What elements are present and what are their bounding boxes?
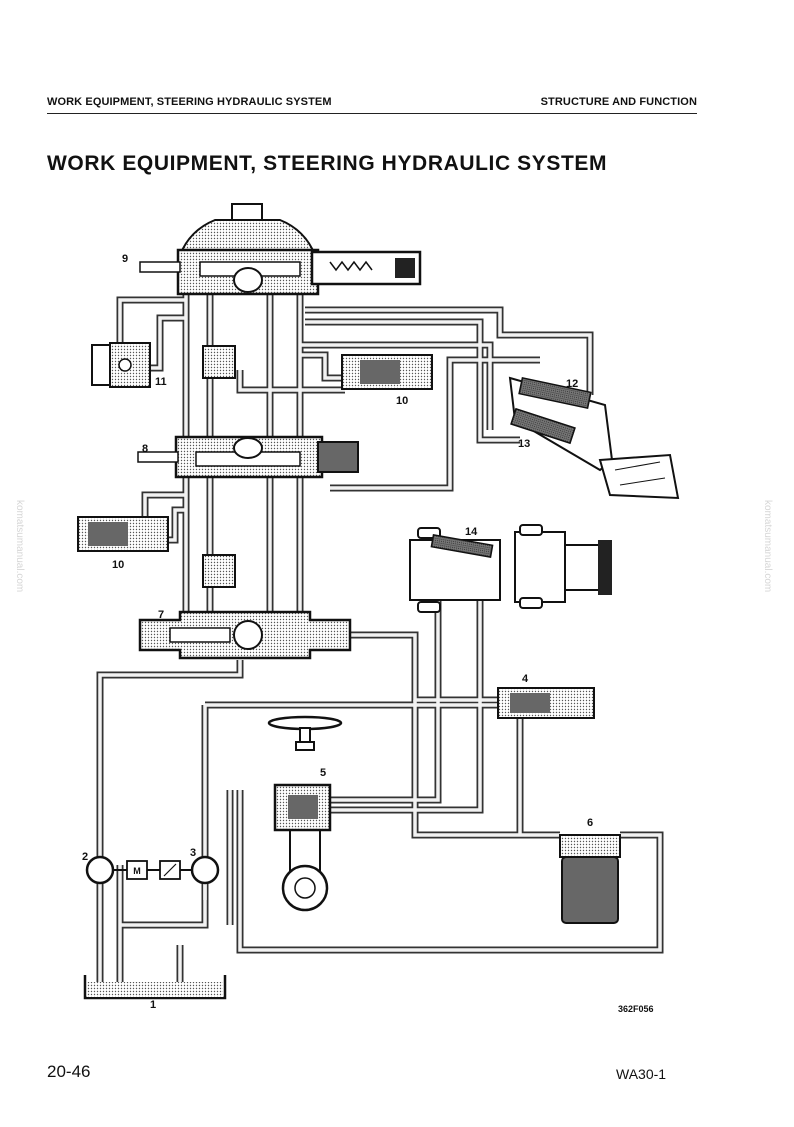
relief-valve (497, 687, 595, 719)
model-code: WA30-1 (616, 1066, 667, 1082)
label-14: 14 (465, 526, 478, 538)
watermark-left: komatsumanual.com (14, 500, 25, 593)
label-4: 4 (522, 673, 529, 685)
label-3: 3 (190, 847, 196, 859)
label-8: 8 (142, 443, 148, 455)
label-6: 6 (587, 817, 593, 829)
valve-10-upper (341, 354, 433, 390)
figure-code: 362F056 (618, 1004, 654, 1014)
hydraulic-lines (96, 285, 664, 985)
label-7: 7 (158, 609, 164, 621)
valve-11 (91, 342, 151, 388)
check-valve-upper (202, 345, 236, 379)
header-rule (47, 113, 697, 114)
label-5: 5 (320, 767, 326, 779)
priority-valve (138, 610, 352, 660)
motor-symbol: M (133, 866, 141, 876)
running-header-title: WORK EQUIPMENT, STEERING HYDRAULIC SYSTE… (47, 96, 332, 108)
hydraulic-tank (83, 975, 227, 1000)
running-header-section: STRUCTURE AND FUNCTION (540, 96, 697, 108)
oil-filter (559, 834, 621, 924)
label-13: 13 (518, 438, 530, 450)
pump-unit: M (85, 855, 220, 885)
label-10-lower: 10 (112, 559, 124, 571)
loader-work-equipment (508, 376, 680, 500)
page-title: WORK EQUIPMENT, STEERING HYDRAULIC SYSTE… (47, 152, 608, 175)
label-9: 9 (122, 253, 128, 265)
component-labels: 9 11 10 12 13 8 10 14 7 4 5 6 2 3 1 362F… (82, 253, 654, 1014)
label-11: 11 (155, 376, 167, 388)
valve-10-lower (77, 516, 169, 552)
steering-vehicle (409, 524, 612, 613)
label-12: 12 (566, 378, 578, 390)
steering-unit (267, 715, 343, 912)
bucket-control-valve (139, 203, 422, 296)
label-1: 1 (150, 999, 156, 1011)
watermark-right: komatsumanual.com (762, 500, 773, 593)
page-number: 20-46 (47, 1062, 91, 1081)
label-10-upper: 10 (396, 395, 408, 407)
lift-control-valve (137, 435, 359, 479)
check-valve-lower (202, 554, 236, 588)
label-2: 2 (82, 851, 88, 863)
